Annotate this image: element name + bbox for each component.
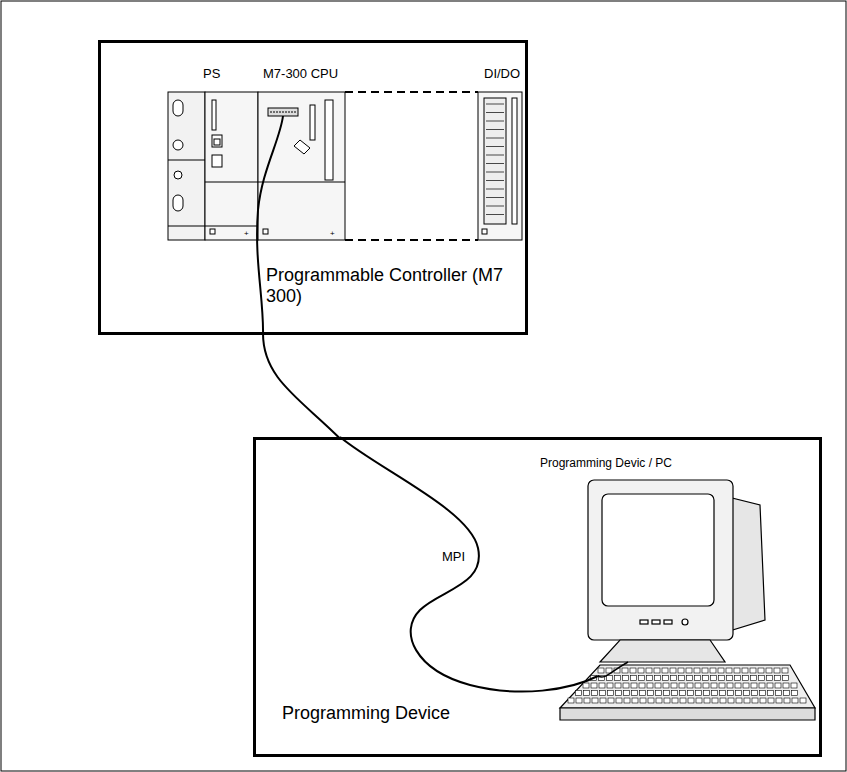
svg-text:+: + — [330, 229, 335, 238]
plc-rack: + + — [168, 92, 522, 240]
group-title: Programming Device — [282, 703, 542, 724]
part-label: Programming Devic / PC — [540, 456, 672, 470]
part-label: MPI — [440, 549, 467, 564]
group-title: Programmable Controller (M7 300) — [266, 265, 506, 307]
part-label: M7-300 CPU — [263, 66, 338, 81]
keyboard-cable — [598, 662, 628, 677]
svg-text:+: + — [244, 229, 249, 238]
keyboard — [560, 665, 815, 720]
monitor — [588, 480, 765, 662]
part-label: DI/DO — [484, 66, 520, 81]
part-label: PS — [203, 66, 220, 81]
mpi-cable — [263, 334, 340, 439]
mpi-cable — [340, 437, 598, 692]
group-frame: Programmable Controller (M7 300) — [98, 40, 528, 335]
terminal-rows — [486, 104, 504, 215]
group-frame: Programming Device — [253, 437, 822, 757]
